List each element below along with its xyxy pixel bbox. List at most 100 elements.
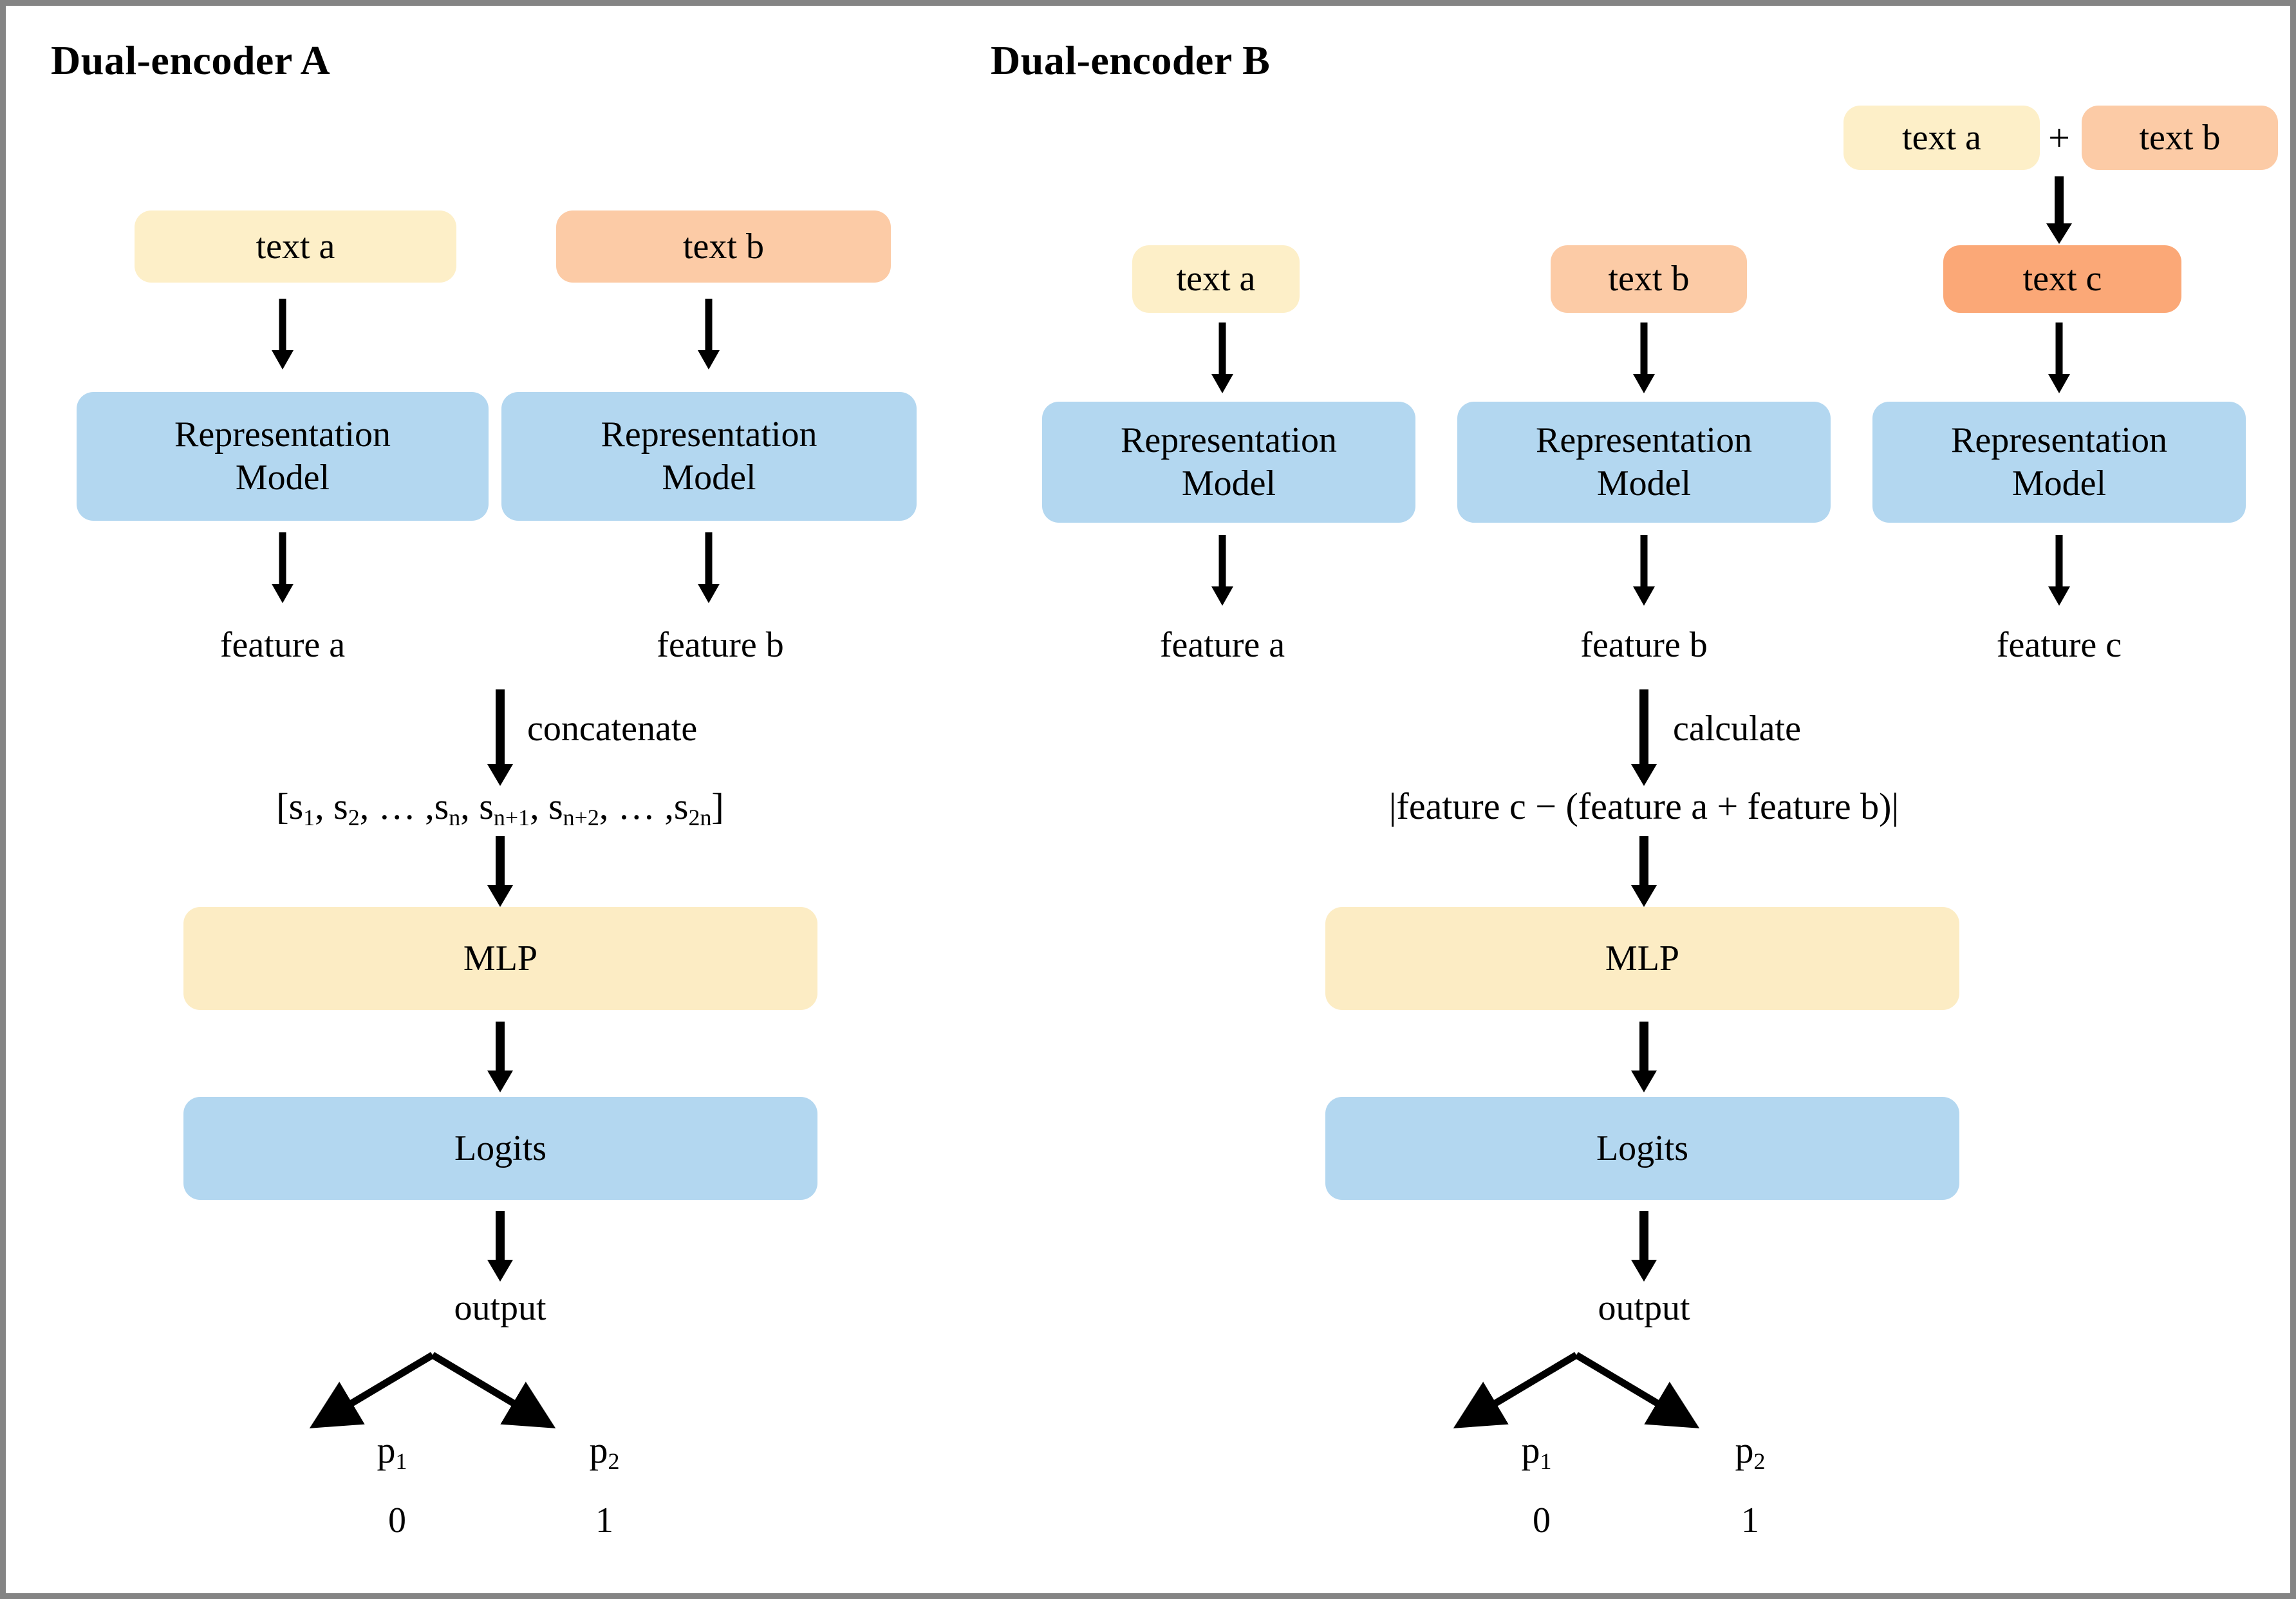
panel-a-input-text-a-label: text a (256, 226, 335, 266)
arrow-b-text-a-to-model (1209, 323, 1235, 393)
panel-a-feature-a-label: feature a (219, 625, 346, 665)
vector-token-1: , s (315, 785, 348, 827)
panel-a-input-text-a: text a (135, 210, 456, 283)
panel-b-probability-2-symbol: p (1735, 1429, 1754, 1471)
panel-b-combo-text-a: text a (1843, 106, 2040, 170)
vector-token-sub-0: 1 (303, 805, 315, 831)
panel-b-encoder-1-line2: Model (1596, 463, 1692, 503)
arrow-a-model-0-to-feature-a (270, 532, 295, 603)
panel-b-encoder-1: Representation Model (1457, 402, 1831, 523)
vector-token-sub-2: n (449, 805, 461, 831)
panel-a-mlp-label: MLP (463, 938, 538, 978)
arrow-b-text-b-to-model (1631, 323, 1657, 393)
vector-token-0: [s (276, 785, 304, 827)
arrow-b-calculate (1631, 689, 1657, 786)
panel-b-encoder-0-line2: Model (1181, 463, 1276, 503)
panel-b-encoder-2-line2: Model (2011, 463, 2107, 503)
panel-a-encoder-1-line2: Model (662, 458, 756, 498)
arrow-a-text-b-to-model (696, 299, 722, 369)
panel-b-combo-text-b-label: text b (2139, 117, 2221, 158)
panel-b-class-label-1: 1 (1741, 1501, 1759, 1540)
panel-b-input-text-b-label: text b (1608, 259, 1690, 299)
panel-b-output-label: output (1598, 1288, 1690, 1328)
panel-a-input-text-b-label: text b (683, 226, 764, 266)
panel-b-probability-1-symbol: p (1521, 1429, 1540, 1471)
panel-a-encoder-0-line2: Model (235, 458, 330, 498)
panel-b-probability-1-sub: 1 (1540, 1448, 1552, 1475)
vector-token-sub-1: 2 (348, 805, 360, 831)
arrow-a-text-a-to-model (270, 299, 295, 369)
panel-b-probability-2-sub: 2 (1753, 1448, 1766, 1475)
vector-token-4: , s (530, 785, 563, 827)
arrow-a-concatenate (487, 689, 513, 786)
panel-a-mlp-box: MLP (183, 907, 817, 1010)
panel-b-feature-a-label: feature a (1159, 625, 1285, 665)
arrow-b-combo-to-text-c (2046, 176, 2072, 244)
panel-b-combo-text-b: text b (2082, 106, 2278, 170)
panel-a-probability-2-sub: 2 (608, 1448, 620, 1475)
panel-b-class-label-0: 0 (1533, 1501, 1551, 1540)
arrow-b-model-2-to-feature-c (2046, 535, 2072, 606)
panel-b-logits-box: Logits (1325, 1097, 1959, 1200)
panel-a-logits-label: Logits (454, 1128, 547, 1168)
panel-b-feature-b-label: feature b (1580, 625, 1708, 665)
panel-a-feature-b-label: feature b (657, 625, 784, 665)
panel-a-probability-2: p2 (590, 1432, 620, 1473)
panel-a-output-branch-arrows (309, 1351, 568, 1441)
panel-a-input-text-b: text b (556, 210, 891, 283)
panel-b-logits-label: Logits (1596, 1128, 1689, 1168)
vector-token-5: , … ,s (599, 785, 689, 827)
panel-b-combo-text-a-label: text a (1902, 117, 1981, 158)
panel-b-title: Dual-encoder B (991, 37, 1271, 83)
panel-a-probability-1-symbol: p (377, 1429, 396, 1471)
panel-b-input-text-c: text c (1943, 245, 2181, 313)
panel-b-encoder-2: Representation Model (1872, 402, 2246, 523)
panel-b-mlp-label: MLP (1605, 938, 1680, 978)
panel-a-probability-1-sub: 1 (395, 1448, 407, 1475)
panel-b-input-text-a-label: text a (1176, 259, 1256, 299)
panel-b-encoder-1-line1: Representation (1536, 420, 1752, 460)
plus-icon: + (2048, 117, 2070, 159)
panel-a-probability-2-symbol: p (589, 1429, 608, 1471)
panel-b-encoder-0-line1: Representation (1121, 420, 1337, 460)
panel-b-calculate-label: calculate (1673, 709, 1801, 749)
arrow-b-text-c-to-model (2046, 323, 2072, 393)
arrow-a-logits-to-output (487, 1211, 513, 1282)
arrow-b-expression-to-mlp (1631, 836, 1657, 907)
panel-b-encoder-2-line1: Representation (1951, 420, 2167, 460)
panel-b-input-text-b: text b (1551, 245, 1747, 313)
arrow-b-mlp-to-logits (1631, 1022, 1657, 1092)
panel-a-encoder-1: Representation Model (501, 392, 917, 521)
panel-b-encoder-0: Representation Model (1042, 402, 1415, 523)
panel-a-encoder-1-line1: Representation (601, 414, 817, 454)
arrow-b-logits-to-output (1631, 1211, 1657, 1282)
panel-b-expression: |feature c − (feature a + feature b)| (1388, 785, 1899, 827)
panel-a-logits-box: Logits (183, 1097, 817, 1200)
vector-token-sub-4: n+2 (563, 805, 599, 831)
panel-a-class-label-1: 1 (595, 1501, 613, 1540)
panel-b-input-text-c-label: text c (2022, 259, 2102, 299)
arrow-a-vector-to-mlp (487, 836, 513, 907)
panel-a-probability-1: p1 (377, 1432, 407, 1473)
panel-b-mlp-box: MLP (1325, 907, 1959, 1010)
vector-token-2: , … ,s (359, 785, 449, 827)
panel-a-encoder-0-line1: Representation (174, 414, 391, 454)
panel-a-title: Dual-encoder A (51, 37, 331, 83)
panel-b-probability-1: p1 (1522, 1432, 1552, 1473)
vector-token-sub-3: n+1 (493, 805, 530, 831)
arrow-a-model-1-to-feature-b (696, 532, 722, 603)
vector-token-sub-5: 2n (688, 805, 712, 831)
vector-token-3: , s (460, 785, 494, 827)
panel-a-concatenated-vector: [s1, s2, … ,sn, sn+1, sn+2, … ,s2n] (276, 788, 723, 830)
vector-token-6: ] (711, 785, 724, 827)
panel-a-concatenate-label: concatenate (527, 709, 698, 749)
panel-a-class-label-0: 0 (388, 1501, 406, 1540)
panel-a-output-label: output (454, 1288, 546, 1328)
arrow-b-model-0-to-feature-a (1209, 535, 1235, 606)
panel-b-output-branch-arrows (1453, 1351, 1712, 1441)
arrow-a-mlp-to-logits (487, 1022, 513, 1092)
panel-b-feature-c-label: feature c (1996, 625, 2122, 665)
panel-b-input-text-a: text a (1132, 245, 1300, 313)
arrow-b-model-1-to-feature-b (1631, 535, 1657, 606)
